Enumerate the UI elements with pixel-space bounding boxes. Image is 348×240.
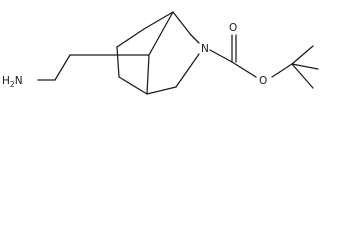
- bond: [146, 54, 150, 95]
- boc-group: [209, 34, 319, 89]
- amine-label: H2N: [2, 75, 23, 89]
- bond: [146, 86, 177, 95]
- bond: [271, 63, 293, 78]
- molecule-diagram: H2N N O O: [2, 11, 319, 95]
- bond: [291, 63, 314, 89]
- bond: [148, 11, 174, 56]
- bond: [209, 49, 233, 63]
- amine-element: N: [15, 75, 23, 87]
- bond: [231, 61, 257, 78]
- ring-nitrogen-label: N: [201, 43, 209, 55]
- bond: [118, 76, 148, 95]
- bond: [291, 45, 314, 65]
- amine-hydrogen: H: [2, 75, 10, 87]
- ester-oxygen-label: O: [259, 75, 267, 87]
- bond: [190, 34, 200, 44]
- bond: [175, 53, 200, 88]
- aminoethyl-chain: [37, 54, 150, 81]
- amine-h-count: 2: [10, 80, 15, 89]
- bicyclic-core: [116, 11, 200, 95]
- bond: [143, 11, 174, 30]
- bond: [116, 28, 145, 48]
- bond: [54, 54, 71, 81]
- bond: [172, 11, 192, 36]
- bond: [291, 63, 319, 70]
- carbonyl-oxygen-label: O: [229, 22, 237, 34]
- bond: [116, 46, 120, 78]
- structure-canvas: H2N N O O: [2, 11, 319, 95]
